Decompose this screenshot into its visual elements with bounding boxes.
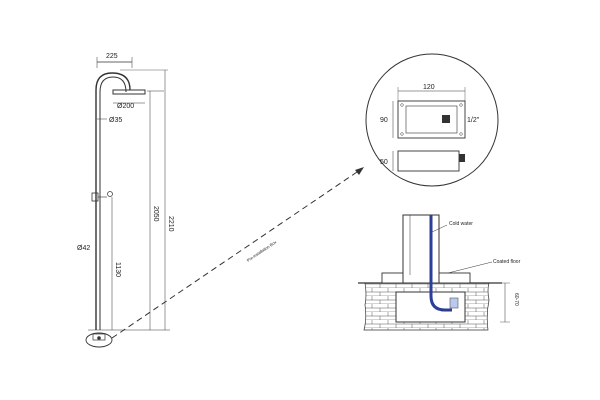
- detail-circle: [365, 53, 499, 187]
- label-total-height: 2210: [167, 216, 174, 232]
- label-section-depth: 60-70: [513, 293, 519, 306]
- box-detail: [365, 53, 499, 187]
- label-head-height: 2050: [152, 206, 159, 222]
- label-box-depth: 50: [380, 159, 388, 166]
- shower-head: [112, 89, 146, 95]
- label-cold-water: Cold water: [449, 221, 473, 227]
- label-pipe-diameter: Ø35: [109, 117, 122, 124]
- shower-column: [402, 214, 440, 284]
- pipe-connector: [449, 297, 459, 309]
- box-top-view: [397, 100, 466, 139]
- label-box-height: 90: [380, 117, 388, 124]
- mixer-valve: [91, 192, 99, 202]
- cold-water-pipe: [429, 215, 452, 312]
- shower-elevation: [85, 57, 170, 348]
- label-coated-floor: Coated floor: [493, 259, 521, 265]
- cold-water-leader: [431, 224, 448, 233]
- installation-section: [358, 214, 510, 331]
- label-install-note: Pre-installation Box: [246, 239, 277, 262]
- shower-arm: [95, 72, 131, 330]
- base-plate: [85, 332, 113, 348]
- label-box-width: 120: [423, 84, 435, 91]
- detail-leader-line: [111, 169, 361, 339]
- label-valve-height: 1130: [114, 262, 121, 277]
- label-width: 225: [106, 53, 118, 60]
- coated-floor-leader: [447, 261, 493, 274]
- label-thread: 1/2": [467, 117, 480, 124]
- shower-arm-inner: [99, 76, 127, 330]
- valve-handle: [107, 191, 113, 197]
- box-front-view: [397, 150, 460, 172]
- label-head-diameter: Ø200: [117, 103, 134, 110]
- label-column-diameter: Ø42: [77, 245, 90, 252]
